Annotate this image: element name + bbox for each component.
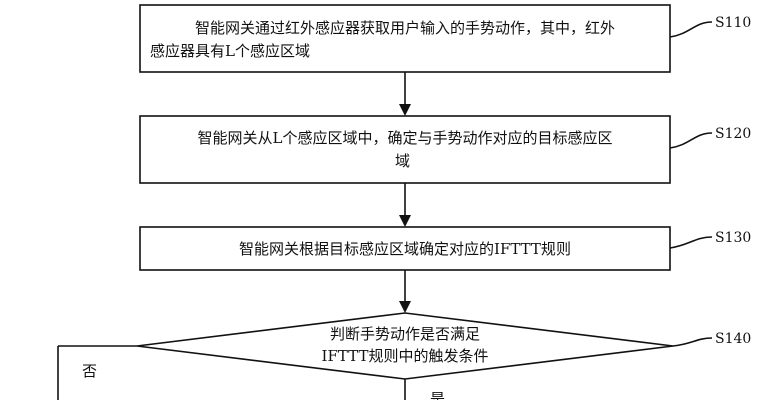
callout-leader-s130 [669,236,713,249]
step-box-s110 [139,4,671,73]
step-box-s120 [139,115,671,184]
arrowhead-s120-to-s130 [399,215,411,227]
decision-diamond-s140 [136,312,674,380]
yes-branch-label: 是 [430,390,445,400]
arrowhead-s130-to-s140 [399,301,411,313]
step-s130-text-line1: 智能网关根据目标感应区域确定对应的IFTTT规则 [239,240,571,258]
no-branch-label: 否 [82,362,97,380]
step-s110-text-line1: 智能网关通过红外感应器获取用户输入的手势动作，其中，红外 [195,19,615,37]
callout-leader-s120 [669,132,713,149]
step-s120-text-line2: 域 [395,152,410,170]
step-label-s130: S130 [715,230,751,246]
step-label-s110: S110 [715,15,751,31]
step-s110-text-line2: 感应器具有L个感应区域 [150,42,310,60]
arrowhead-s110-to-s120 [399,104,411,116]
step-label-s140: S140 [715,331,751,347]
callout-leader-s110 [669,21,713,38]
step-box-s130 [139,226,671,271]
callout-leader-s140 [672,337,713,347]
step-label-s120: S120 [715,126,751,142]
decision-s140-text-line1: 判断手势动作是否满足 [330,325,480,343]
step-s120-text-line1: 智能网关从L个感应区域中，确定与手势动作对应的目标感应区 [198,129,613,147]
decision-s140-text-line2: IFTTT规则中的触发条件 [322,347,489,365]
